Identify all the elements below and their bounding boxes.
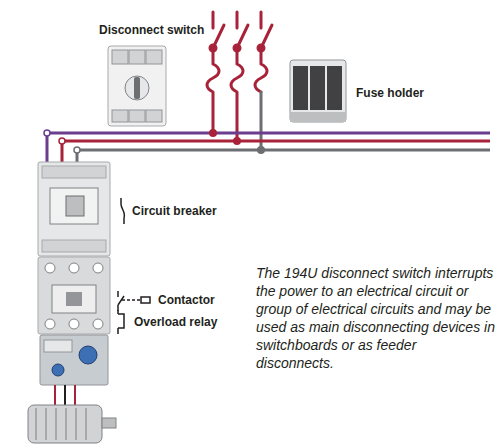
bus-lines — [44, 129, 490, 168]
circuit-breaker-picture — [38, 162, 110, 256]
motor-wires — [55, 385, 75, 405]
overload-relay-picture — [40, 335, 108, 385]
part-label: Fuse holder — [356, 86, 424, 100]
contactor-picture — [38, 257, 110, 334]
motor-picture — [28, 405, 116, 443]
breaker-symbol — [121, 198, 124, 224]
switch-fuse-symbol — [207, 12, 272, 150]
overload-symbol — [118, 310, 124, 334]
contactor-symbol — [118, 291, 150, 311]
caption-note: The 194U disconnect switch interrupts th… — [256, 264, 496, 372]
part-label: Disconnect switch — [99, 23, 204, 37]
fuse-holder-picture — [290, 60, 346, 122]
part-label: Overload relay — [134, 315, 217, 329]
part-label: Contactor — [158, 293, 215, 307]
disconnect-switch-picture — [108, 46, 166, 126]
part-label: Circuit breaker — [132, 204, 217, 218]
